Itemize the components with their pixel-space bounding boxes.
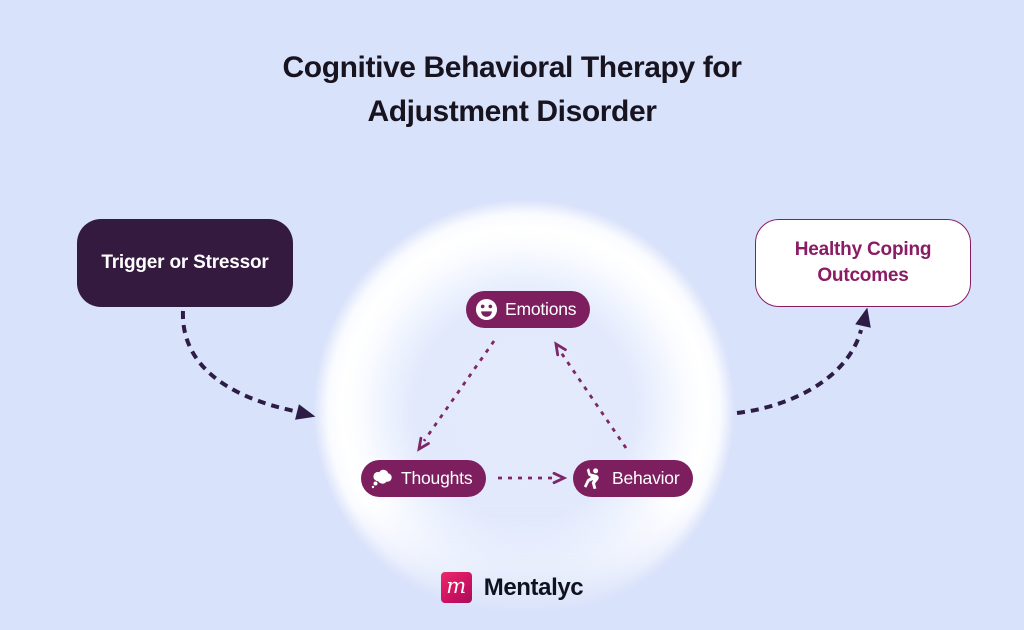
arrow-triangle-to-outcome	[736, 307, 871, 415]
mentalyc-logo-icon: m	[440, 572, 472, 603]
brand-footer: m Mentalyc	[0, 572, 1024, 603]
mentalyc-wordmark: Mentalyc	[483, 573, 584, 601]
thought-bubble-icon	[371, 469, 392, 488]
mentalyc-logo-letter: m	[446, 574, 467, 598]
trigger-stressor-node: Trigger or Stressor	[77, 219, 293, 307]
healthy-coping-outcomes-label: Healthy Coping Outcomes	[794, 239, 932, 286]
emotions-node: Emotions	[466, 291, 591, 328]
page-title: Cognitive Behavioral Therapy for Adjustm…	[0, 46, 1024, 134]
emotions-label: Emotions	[505, 299, 577, 319]
arrow-trigger-to-triangle	[180, 310, 316, 420]
smiley-face-icon	[475, 298, 498, 321]
healthy-coping-outcomes-node: Healthy Coping Outcomes	[755, 219, 971, 307]
page-title-line-1: Cognitive Behavioral Therapy for	[282, 51, 742, 84]
dancing-person-icon	[583, 468, 599, 490]
behavior-label: Behavior	[612, 468, 680, 488]
behavior-node: Behavior	[573, 460, 694, 497]
trigger-stressor-label: Trigger or Stressor	[101, 252, 269, 274]
glow-circle-backdrop	[313, 199, 735, 621]
thoughts-node: Thoughts	[361, 460, 487, 497]
thoughts-label: Thoughts	[401, 468, 473, 488]
page-title-line-2: Adjustment Disorder	[367, 95, 657, 129]
